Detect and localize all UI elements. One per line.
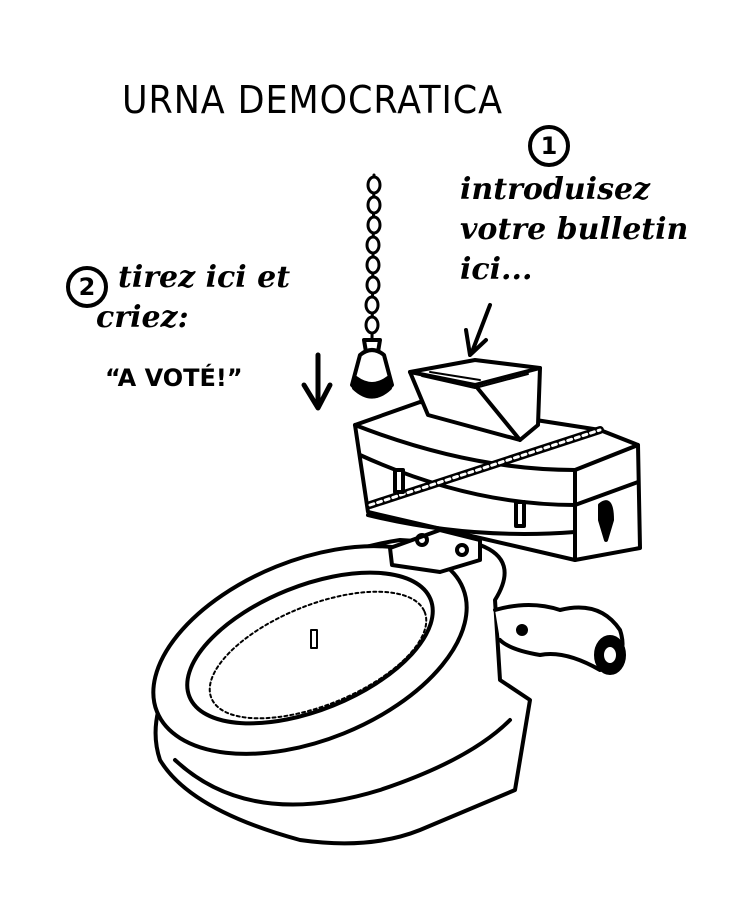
step-1-badge: 1 — [528, 125, 570, 167]
ballot-slot — [408, 358, 542, 442]
step-2-badge: 2 — [66, 266, 108, 308]
step-2-line-1: tirez ici et — [118, 260, 291, 295]
step-1-instruction: introduisez votre bulletin ici... — [460, 172, 689, 287]
arrow-down-icon — [301, 352, 333, 411]
toilet-bowl — [151, 528, 626, 846]
pull-handle-icon — [350, 338, 394, 399]
flush-chain — [364, 173, 382, 342]
arrow-down-icon — [464, 303, 492, 357]
step-2-line-3: “A VOTÉ!” — [105, 364, 243, 392]
step-2-line-2: criez: — [96, 300, 189, 335]
cistern-tank — [353, 400, 642, 562]
page-title: URNA DEMOCRATICA — [122, 78, 503, 122]
